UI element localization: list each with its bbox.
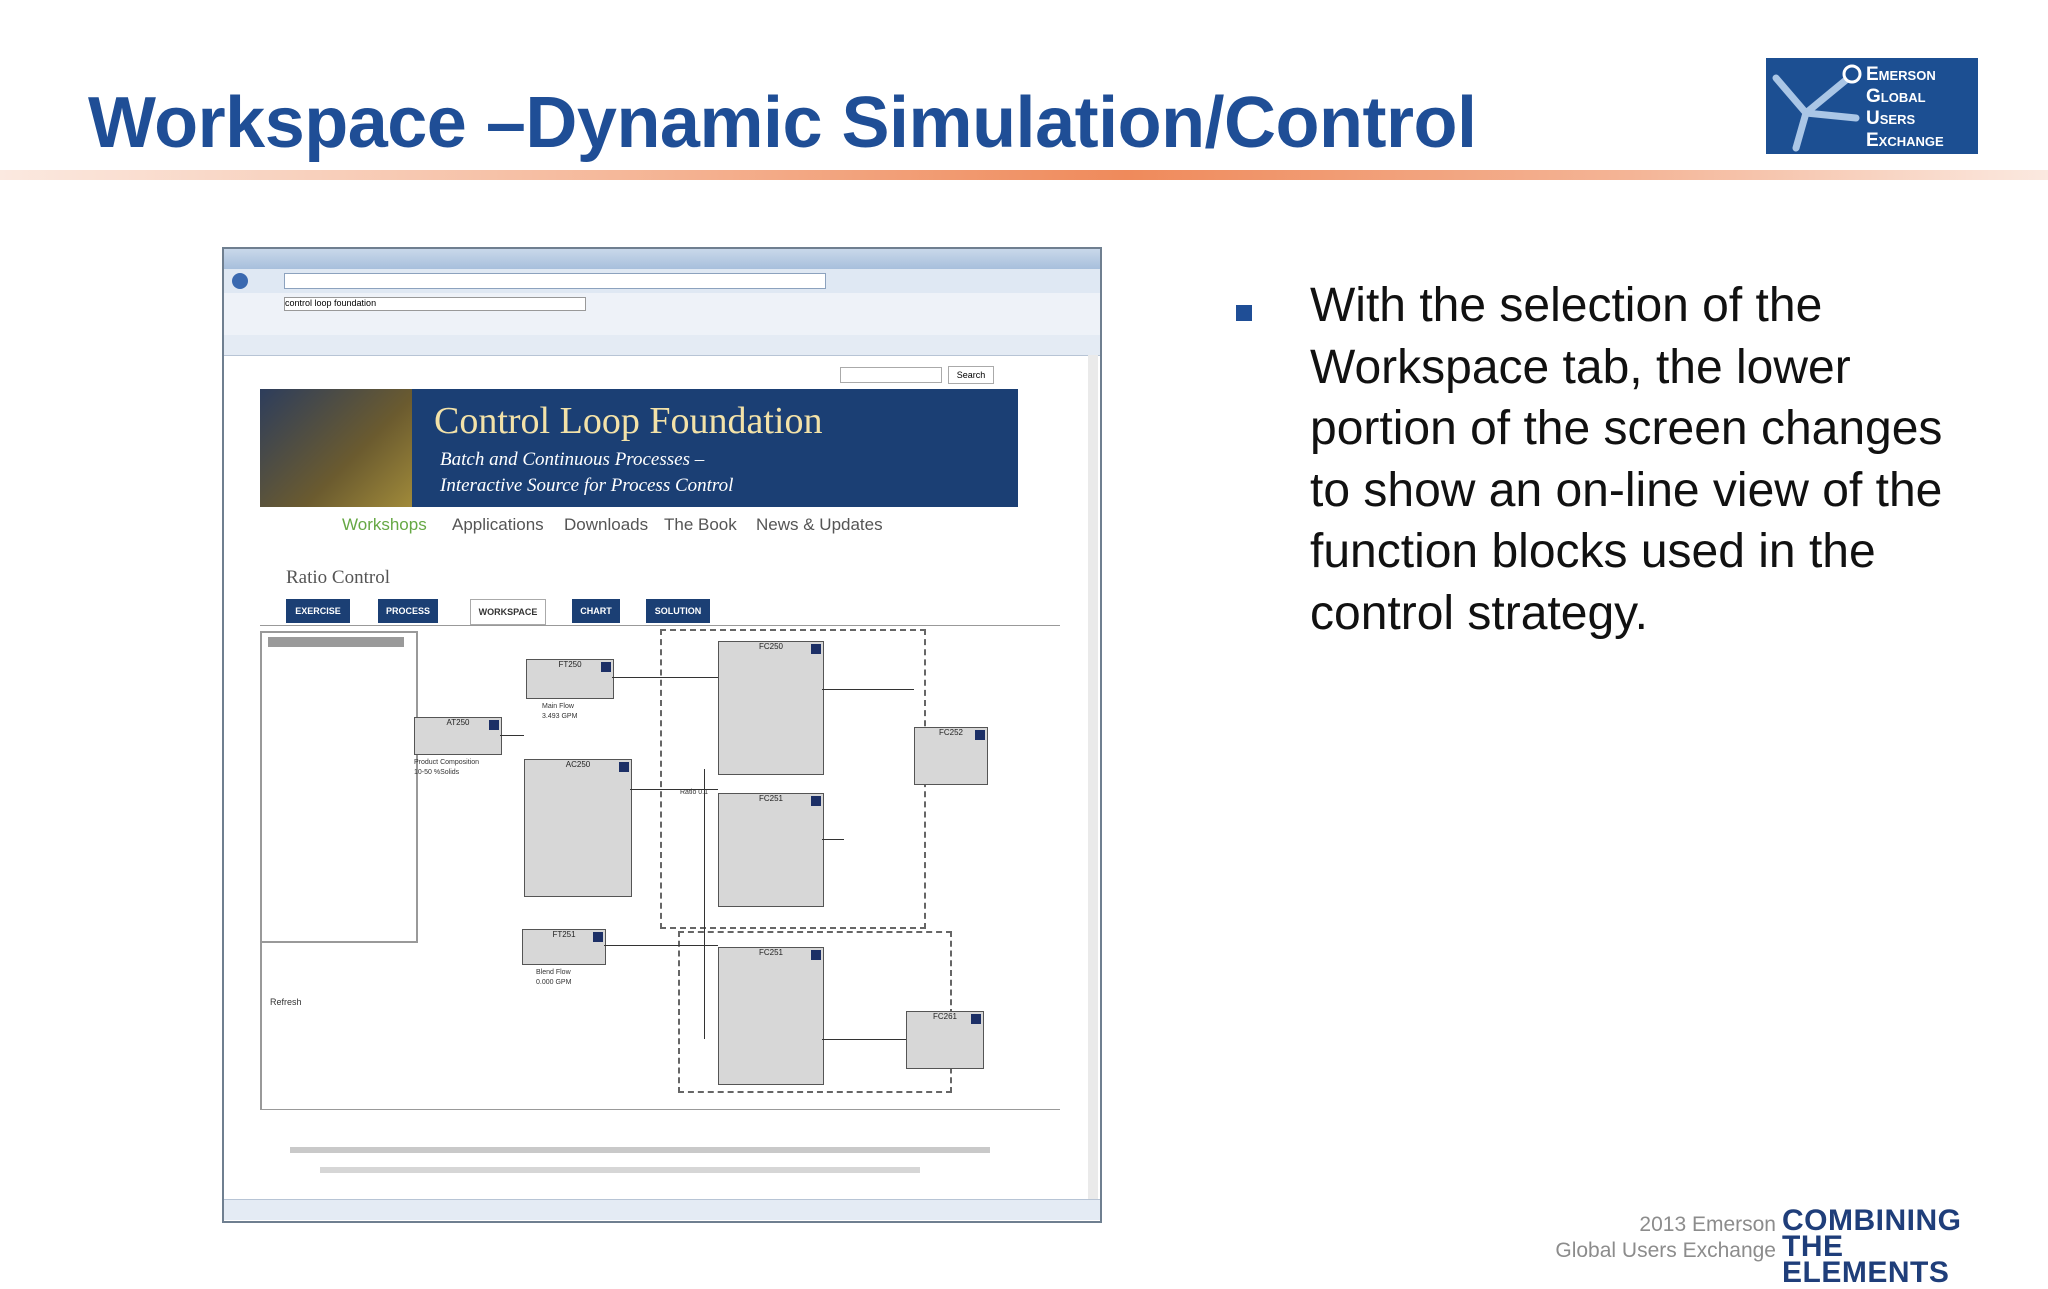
emerson-logo: Emerson Global Users Exchange: [1766, 58, 1978, 154]
site-footer-note: [320, 1167, 920, 1173]
tab-workspace[interactable]: WORKSPACE: [470, 599, 546, 625]
function-block-ft251[interactable]: FT251: [522, 929, 606, 965]
main-flow-label: Main Flow: [542, 703, 574, 710]
function-block-fc250[interactable]: FC250: [718, 641, 824, 775]
footer-tagline: COMBINING THE ELEMENTS: [1782, 1204, 1962, 1289]
status-bar: [224, 1199, 1100, 1220]
connector: [822, 689, 914, 690]
address-bar-row: [224, 269, 1100, 293]
footer-event-name: 2013 Emerson Global Users Exchange: [1555, 1213, 1776, 1262]
toolbar-row: control loop foundation: [224, 293, 1100, 315]
product-composition-value: 10-50 %Solids: [414, 769, 460, 776]
connector: [604, 945, 718, 946]
connector: [630, 789, 718, 790]
connector: [704, 769, 705, 1039]
page-title: Ratio Control: [286, 567, 390, 588]
function-block-ft250[interactable]: FT250: [526, 659, 614, 699]
toolbar-search-input[interactable]: control loop foundation: [284, 297, 586, 311]
connector: [612, 677, 718, 678]
nav-news-updates[interactable]: News & Updates: [756, 515, 883, 534]
blend-flow-value: 0.000 GPM: [536, 979, 572, 986]
tab-solution[interactable]: SOLUTION: [646, 599, 710, 623]
url-field[interactable]: [284, 273, 826, 289]
favorites-bar: [224, 315, 1100, 335]
function-block-fc251[interactable]: FC251: [718, 793, 824, 907]
function-block-ac250[interactable]: AC250: [524, 759, 632, 897]
tab-bar: [224, 335, 1100, 356]
ratio-label: Ratio 0.1: [680, 789, 709, 796]
product-composition-label: Product Composition: [414, 759, 479, 766]
site-footer-text: [290, 1147, 990, 1153]
bullet-text: With the selection of the Workspace tab,…: [1310, 279, 1943, 640]
banner-subtitle-1: Batch and Continuous Processes –: [440, 449, 705, 470]
nav-applications[interactable]: Applications: [452, 515, 544, 534]
embedded-browser-screenshot: control loop foundation Search Control L…: [222, 247, 1102, 1223]
exercise-tabs: EXERCISE PROCESS WORKSPACE CHART SOLUTIO…: [286, 599, 726, 625]
function-block-workspace: FT250 Main Flow 3.493 GPM AT250 Product …: [414, 629, 1054, 1109]
tab-process[interactable]: PROCESS: [378, 599, 438, 623]
refresh-checkbox[interactable]: Refresh: [270, 997, 302, 1007]
function-block-fc261[interactable]: FC261: [906, 1011, 984, 1069]
function-block-fc251-secondary[interactable]: FC251: [718, 947, 824, 1085]
banner-title: Control Loop Foundation: [434, 400, 823, 442]
nav-workshops[interactable]: Workshops: [342, 515, 427, 534]
parameter-panel: [260, 631, 418, 943]
slide-title: Workspace –Dynamic Simulation/Control: [88, 83, 1477, 163]
function-block-fc252[interactable]: FC252: [914, 727, 988, 785]
panel-left-rule: [260, 939, 262, 1109]
slide-footer: 2013 Emerson Global Users Exchange COMBI…: [1508, 1206, 2008, 1288]
window-titlebar: [224, 249, 1100, 269]
connector: [500, 735, 524, 736]
logo-text: Emerson Global Users Exchange: [1866, 64, 1944, 151]
site-nav: Workshops Applications Downloads The Boo…: [342, 515, 942, 537]
banner-subtitle-2: Interactive Source for Process Control: [440, 475, 734, 496]
nav-the-book[interactable]: The Book: [664, 515, 737, 534]
tab-exercise[interactable]: EXERCISE: [286, 599, 350, 623]
function-block-at250[interactable]: AT250: [414, 717, 502, 755]
book-cover-image: [260, 389, 412, 507]
blend-flow-label: Blend Flow: [536, 969, 571, 976]
connector: [822, 1039, 906, 1040]
main-flow-value: 3.493 GPM: [542, 713, 578, 720]
site-banner: Control Loop Foundation Batch and Contin…: [260, 389, 1018, 507]
title-divider: [0, 170, 2048, 180]
bullet-marker: [1236, 305, 1252, 321]
site-search-button[interactable]: Search: [948, 366, 994, 384]
site-search-input[interactable]: [840, 367, 942, 383]
vertical-scrollbar[interactable]: [1088, 355, 1098, 1199]
footer-divider: [260, 1109, 1060, 1110]
parameter-panel-header: [268, 637, 404, 647]
tab-chart[interactable]: CHART: [572, 599, 620, 623]
connector: [822, 839, 844, 840]
nav-downloads[interactable]: Downloads: [564, 515, 649, 534]
back-icon[interactable]: [232, 273, 248, 289]
network-logo-icon: [1772, 64, 1862, 152]
tabs-divider: [260, 625, 1060, 626]
